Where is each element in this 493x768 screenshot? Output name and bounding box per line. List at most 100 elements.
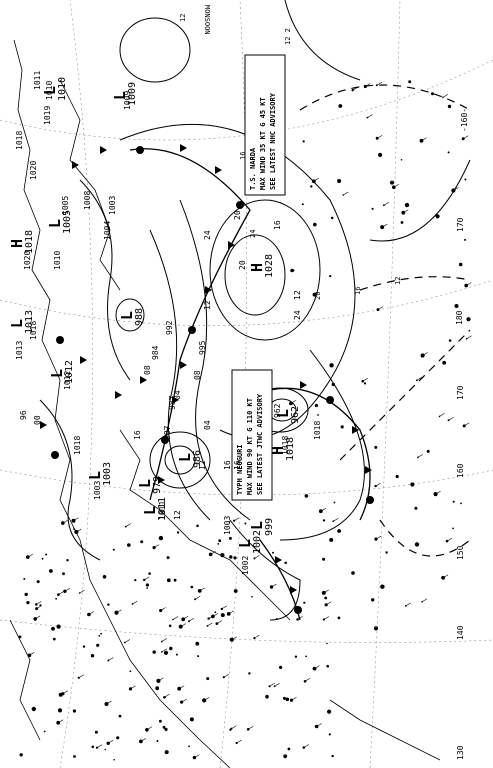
station-dot bbox=[56, 624, 61, 629]
advisory-box-narda: T.S. NARDA MAX WIND 35 KT G 45 KT SEE LA… bbox=[244, 54, 286, 196]
isobar-label: 24 bbox=[293, 310, 302, 320]
station-dot bbox=[324, 603, 328, 607]
station-dot bbox=[464, 283, 469, 288]
pressure-center-value: 962 bbox=[290, 406, 301, 424]
warm-front-symbol bbox=[188, 326, 196, 334]
wind-barb bbox=[442, 94, 449, 98]
station-dot bbox=[197, 655, 200, 658]
pressure-center-value: 1009 bbox=[127, 82, 138, 106]
station-dot bbox=[114, 610, 119, 615]
isobar-label: 04 bbox=[203, 420, 212, 430]
station-dot bbox=[426, 449, 430, 453]
station-dot bbox=[333, 501, 336, 504]
pressure-center-letter: L bbox=[274, 409, 292, 418]
station-dot bbox=[214, 611, 217, 614]
pressure-center-value: 979 bbox=[152, 476, 163, 494]
station-dot bbox=[244, 522, 247, 525]
station-dot bbox=[57, 708, 63, 713]
station-dot bbox=[328, 733, 331, 736]
station-dot bbox=[146, 587, 148, 589]
station-dot bbox=[118, 714, 122, 718]
isobar-label: 16 bbox=[223, 460, 232, 470]
isobar-label: 1004 bbox=[103, 221, 112, 240]
warm-front-symbol bbox=[56, 336, 64, 344]
station-dot bbox=[155, 686, 160, 691]
pressure-center-letter: L bbox=[41, 86, 59, 95]
longitude-label: 170 bbox=[456, 217, 465, 232]
station-dot bbox=[233, 556, 237, 560]
isobar-label: 12 bbox=[203, 300, 212, 310]
isobar-label: 1012 bbox=[63, 371, 72, 390]
station-dot bbox=[265, 694, 269, 699]
isobar-label: 1020 bbox=[23, 251, 32, 270]
pressure-center-value: 1028 bbox=[264, 254, 275, 278]
pressure-center-letter: L bbox=[141, 506, 159, 515]
wind-barb bbox=[383, 201, 390, 206]
warm-front-symbol bbox=[51, 451, 59, 459]
wind-barb bbox=[233, 517, 240, 521]
isobar-label: 16 bbox=[233, 460, 242, 470]
wind-barb bbox=[223, 673, 229, 678]
wind-barb bbox=[158, 677, 164, 682]
station-dot bbox=[156, 740, 159, 742]
wind-barb bbox=[421, 598, 428, 603]
wind-barb bbox=[435, 490, 441, 495]
pressure-center-value: 999 bbox=[264, 518, 275, 536]
station-dot bbox=[410, 482, 415, 487]
isobar-label: 1018 bbox=[281, 436, 290, 455]
advisory-line: MAX WIND 90 KT G 110 KT bbox=[246, 398, 254, 495]
station-dot bbox=[189, 717, 194, 722]
wind-barb bbox=[463, 135, 469, 139]
station-dot bbox=[330, 216, 334, 220]
longitude-label: 170 bbox=[456, 385, 465, 400]
isobar-label: 1002 bbox=[241, 556, 250, 575]
isobar-label: 20 bbox=[233, 210, 242, 220]
longitude-label: 160 bbox=[456, 463, 465, 478]
isobar-label: 16 bbox=[273, 220, 282, 230]
station-dot bbox=[340, 425, 344, 429]
station-dot bbox=[414, 506, 418, 510]
station-dot bbox=[289, 698, 294, 702]
station-dot bbox=[159, 608, 163, 613]
station-dot bbox=[41, 557, 44, 560]
pressure-center-letter: L bbox=[8, 319, 26, 328]
troughs bbox=[299, 84, 471, 557]
station-dot bbox=[327, 709, 332, 714]
wind-barb bbox=[172, 616, 179, 620]
front-symbols bbox=[40, 144, 374, 614]
longitude-label: 140 bbox=[456, 625, 465, 640]
station-dot bbox=[55, 597, 57, 600]
advisory-line: T.S. NARDA bbox=[249, 147, 257, 190]
wind-barb bbox=[106, 700, 112, 705]
wind-barb bbox=[207, 622, 213, 627]
station-dot bbox=[168, 624, 172, 628]
cold-front-symbol bbox=[275, 556, 282, 564]
cold-front-symbol bbox=[352, 426, 359, 434]
station-dot bbox=[292, 269, 295, 272]
isobar-label: 24 bbox=[203, 230, 212, 240]
station-dot bbox=[229, 728, 232, 731]
station-dot bbox=[228, 521, 231, 523]
station-dot bbox=[51, 626, 55, 631]
station-dot bbox=[82, 645, 86, 648]
station-dot bbox=[158, 535, 164, 541]
contour-label: 12 2 bbox=[284, 28, 292, 45]
station-dot bbox=[279, 665, 283, 670]
contour-label: 20 bbox=[314, 292, 322, 300]
station-dot bbox=[310, 185, 313, 188]
station-dot bbox=[395, 474, 399, 479]
station-dot bbox=[324, 596, 328, 600]
wind-barb bbox=[194, 754, 200, 758]
station-dot bbox=[220, 613, 225, 618]
contour-label: 12 bbox=[179, 14, 187, 22]
wind-barb bbox=[422, 352, 428, 356]
wind-barb bbox=[62, 690, 69, 694]
station-dot bbox=[294, 655, 298, 658]
isobar-label: 1003 bbox=[223, 516, 232, 535]
station-dot bbox=[287, 747, 291, 751]
pressure-center-value: 1012 bbox=[64, 360, 75, 384]
warm-front-symbol bbox=[326, 396, 334, 404]
wind-barb bbox=[236, 739, 242, 744]
wind-barb bbox=[35, 615, 41, 620]
